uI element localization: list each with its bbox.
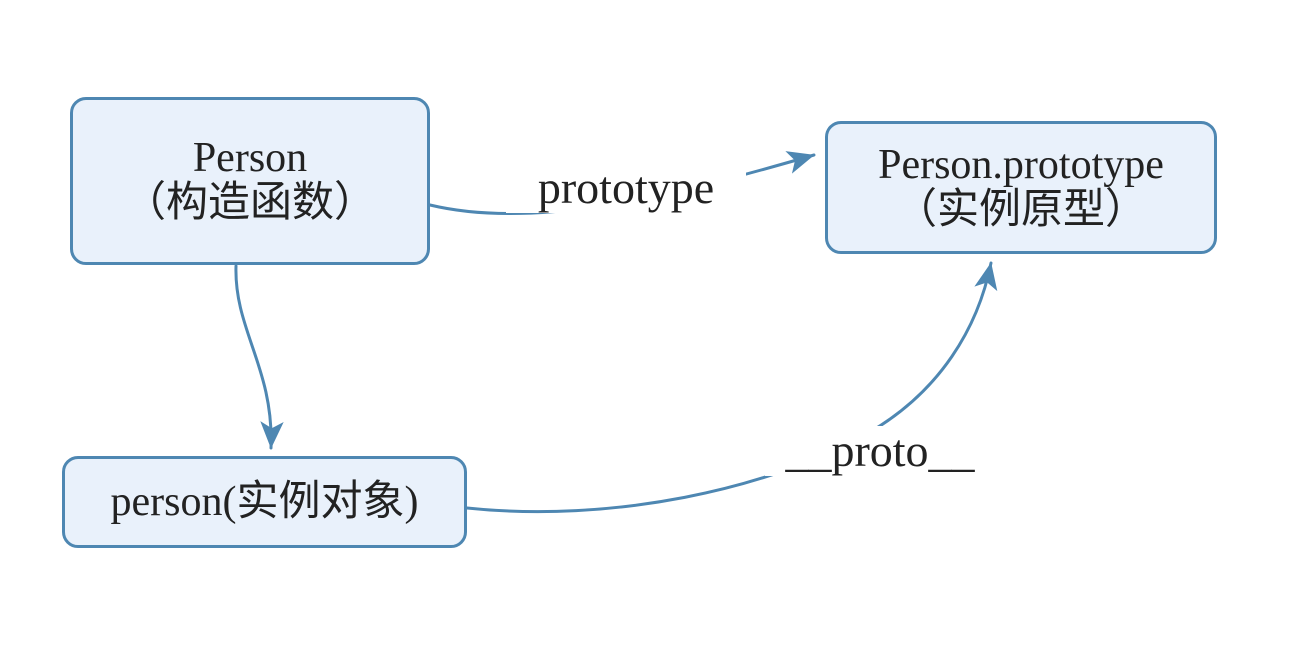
prototype-edge-label: prototype <box>506 163 746 213</box>
node-subtitle: （实例原型） <box>894 186 1147 233</box>
node-title: Person <box>192 135 308 181</box>
node-subtitle: （构造函数） <box>123 180 376 226</box>
node-person-constructor: Person （构造函数） <box>70 97 430 265</box>
proto-edge-label: __proto__ <box>765 426 995 476</box>
node-title: Person.prototype <box>878 141 1164 188</box>
node-person-instance: person(实例对象) <box>62 456 467 548</box>
node-title: person(实例对象) <box>110 478 419 525</box>
node-person-prototype: Person.prototype （实例原型） <box>825 121 1217 254</box>
instance-arrow <box>234 264 284 450</box>
